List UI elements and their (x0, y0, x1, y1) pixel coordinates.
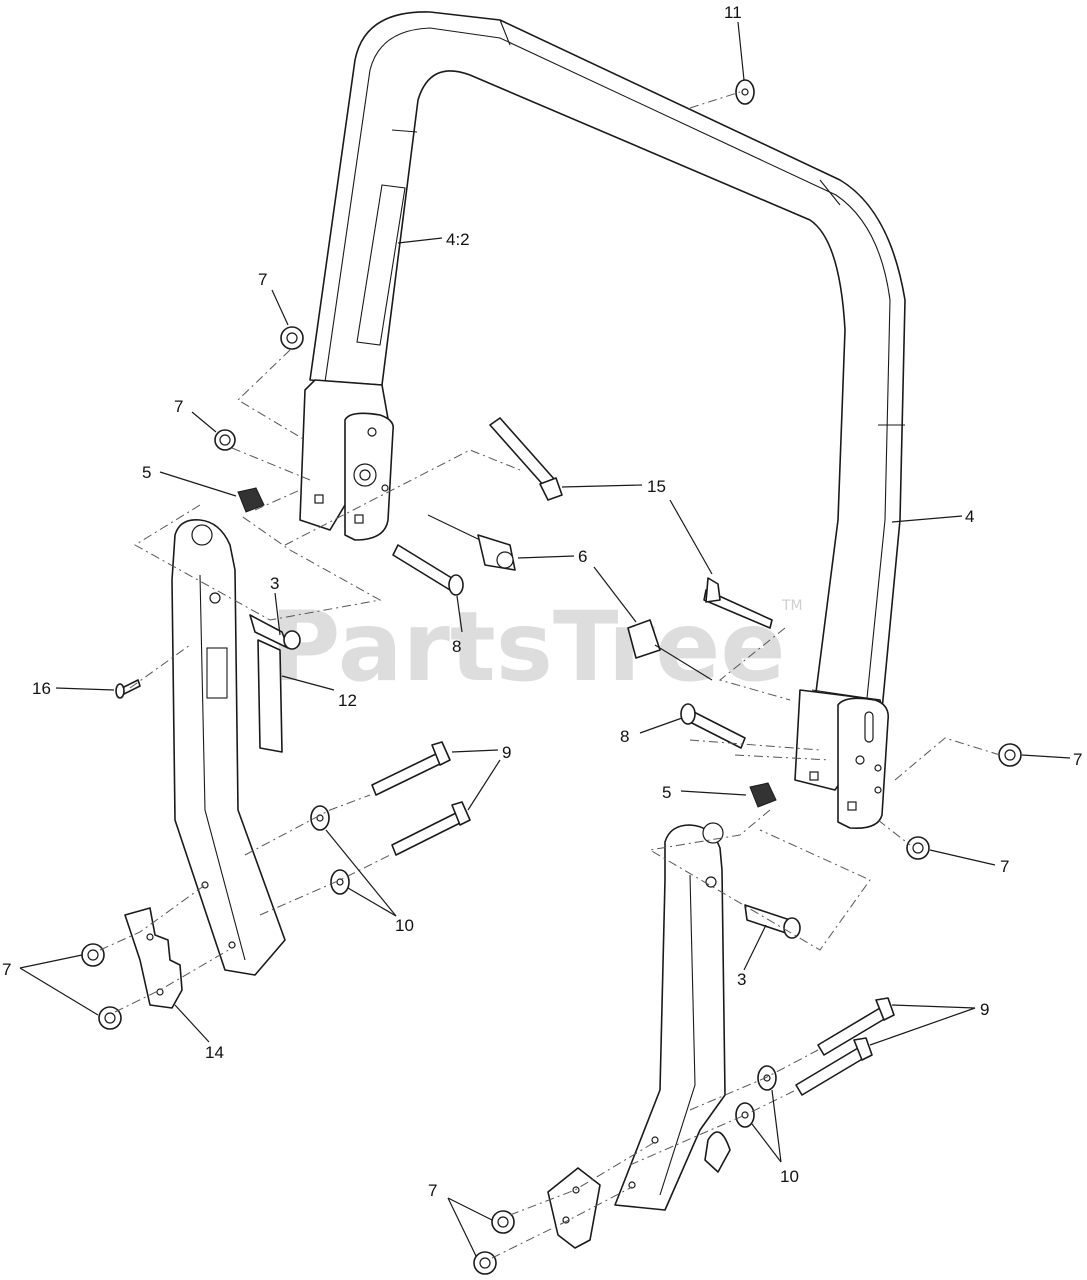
left-mount-plate (124, 907, 183, 1009)
right-mount-plate (547, 1167, 601, 1249)
nut-7-left-a (81, 943, 105, 967)
decal-12 (257, 639, 283, 753)
screw-16 (115, 679, 141, 699)
knob-5-left (237, 487, 265, 513)
callout-6: 6 (578, 547, 587, 566)
leader-lines (19, 21, 1071, 1257)
knob-5-right (749, 782, 777, 808)
callout-9-right: 9 (980, 1000, 989, 1019)
right-pivot-bracket (794, 689, 890, 830)
callout-8-right: 8 (620, 727, 629, 746)
callout-15: 15 (647, 477, 666, 496)
nut-7-mid (214, 429, 236, 451)
callout-11: 11 (724, 3, 742, 22)
bolt-9-left-b (391, 801, 471, 856)
spacer-3-left (249, 614, 301, 650)
callout-5-left: 5 (142, 463, 151, 482)
callout-10-left: 10 (395, 916, 414, 935)
bolt-15-lower (703, 577, 773, 629)
callout-8-left: 8 (452, 637, 461, 656)
right-lower-post (614, 822, 731, 1211)
callout-3-left: 3 (270, 574, 279, 593)
callout-7-right-lower: 7 (1000, 857, 1009, 876)
bolt-9-left-a (371, 741, 451, 796)
nut-7-bottom-a (491, 1210, 515, 1234)
nut-7-left-b (98, 1006, 122, 1030)
washer-10-left-b (330, 869, 350, 895)
callout-4: 4 (965, 507, 974, 526)
washer-10-right-a (757, 1065, 777, 1091)
watermark-trademark: TM (781, 598, 803, 614)
bolt-9-right-a (817, 997, 895, 1056)
callout-14: 14 (205, 1043, 224, 1062)
callout-5-right: 5 (662, 783, 671, 802)
callout-7-mid: 7 (174, 397, 183, 416)
callout-9-left: 9 (502, 743, 511, 762)
bolt-15-upper (489, 417, 563, 501)
nut-7-right-lower (906, 836, 930, 860)
nut-7-right-upper (998, 743, 1022, 767)
callout-7-right-upper: 7 (1073, 750, 1082, 769)
spring-pin-6-left (427, 514, 516, 571)
pin-8-right (680, 703, 746, 749)
callout-7-bottom: 7 (428, 1181, 437, 1200)
pin-8-left (392, 544, 464, 596)
callout-3-right: 3 (737, 970, 746, 989)
callout-4-2: 4:2 (446, 230, 470, 249)
callout-16: 16 (32, 679, 51, 698)
roll-bar-hoop (309, 11, 906, 711)
washer-10-right-b (735, 1102, 755, 1128)
left-pivot-bracket (299, 379, 395, 541)
callout-10-right: 10 (780, 1167, 799, 1186)
callout-7-top: 7 (258, 270, 267, 289)
watermark-text: PartsTree (270, 591, 785, 703)
washer-10-left-a (310, 805, 330, 831)
nut-7-bottom-b (473, 1251, 497, 1275)
washer-11 (735, 79, 755, 105)
spring-pin-6-right (627, 619, 713, 681)
assembly-lines (99, 91, 1001, 1259)
bolt-9-right-b (795, 1037, 873, 1096)
nut-7-top (280, 326, 304, 350)
callout-7-left: 7 (2, 960, 11, 979)
callout-12: 12 (338, 691, 357, 710)
